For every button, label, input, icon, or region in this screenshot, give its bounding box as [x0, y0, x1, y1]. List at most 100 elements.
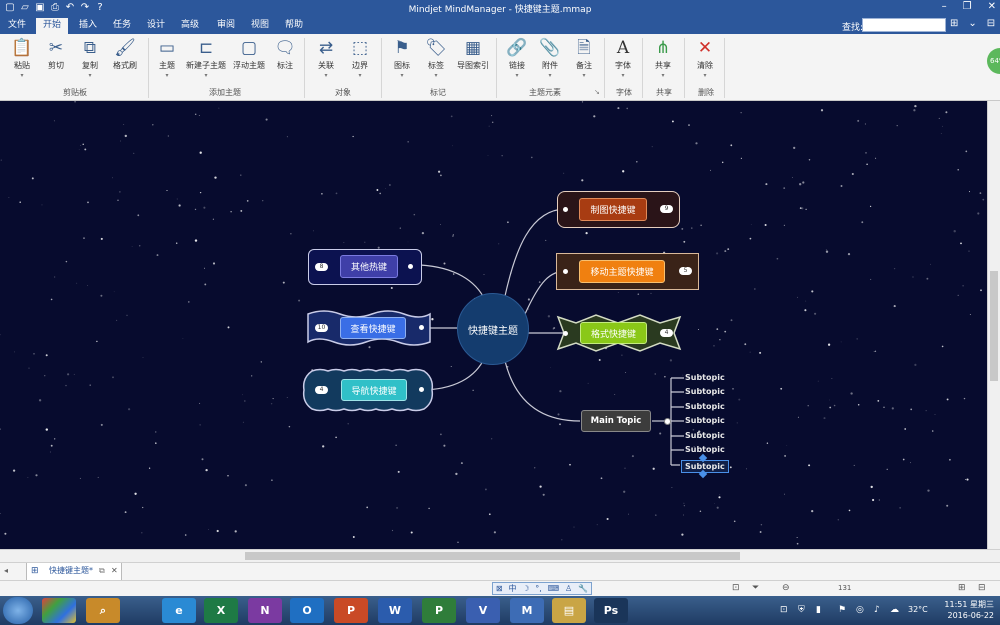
paste-button[interactable]: 📋粘贴▾ [8, 36, 36, 80]
tags-button[interactable]: 🏷标签▾ [422, 36, 450, 80]
chevron-down-icon[interactable]: ⌄ [968, 18, 977, 29]
tray-network-icon[interactable]: ▮ [816, 605, 821, 615]
tab-help[interactable]: 帮助 [284, 20, 303, 30]
save-icon[interactable]: ▣ [35, 2, 45, 13]
tray-shield-icon[interactable]: ⛨ [798, 605, 805, 615]
link-button[interactable]: 🔗链接▾ [504, 36, 530, 80]
tray-flag-icon[interactable]: ⚑ [838, 605, 847, 615]
topic-other-hotkeys[interactable]: 其他热键 [340, 255, 398, 278]
central-topic[interactable]: 快捷键主题 [457, 293, 529, 365]
subtopic[interactable]: Subtopic [685, 402, 725, 411]
tab-review[interactable]: 审阅 [216, 20, 235, 30]
taskbar-app-project[interactable]: P [422, 598, 456, 623]
new-subtopic-button[interactable]: ⊏新建子主题▾ [186, 38, 226, 79]
horizontal-scroll-thumb[interactable] [245, 552, 740, 560]
tab-task[interactable]: 任务 [112, 20, 131, 30]
clear-button[interactable]: ✕清除▾ [692, 36, 718, 80]
taskbar-app-photoshop[interactable]: Ps [594, 598, 628, 623]
subtopic[interactable]: Subtopic [685, 431, 725, 440]
restore-icon[interactable]: ❐ [962, 1, 972, 12]
print-icon[interactable]: ⎙ [51, 2, 59, 13]
boundary-button[interactable]: ⬚边界▾ [346, 36, 374, 80]
topic-move-topic-shortcuts[interactable]: 移动主题快捷键 [579, 260, 665, 283]
tray-weather-icon[interactable]: ☁ [890, 605, 899, 615]
ime-punctuation-icon[interactable]: °, [535, 584, 542, 593]
ime-keyboard-icon[interactable]: ⌨ [547, 584, 560, 593]
taskbar-app-mindmanager[interactable]: M [510, 598, 544, 623]
zoom-out-icon[interactable]: ⊖ [782, 583, 790, 593]
tab-advanced[interactable]: 高级 [180, 20, 199, 30]
new-file-icon[interactable]: ▢ [5, 2, 15, 13]
layout-icon[interactable]: ⊞ [950, 18, 959, 29]
taskbar-app-explorer[interactable]: ▤ [552, 598, 586, 623]
subtopic[interactable]: Subtopic [685, 416, 725, 425]
input-method-toolbar[interactable]: ⊠ 中 ☽ °, ⌨ ♙ 🔧 [492, 582, 592, 595]
map-canvas[interactable]: 快捷键主题 其他热键 8 查看快捷键 10 导航快捷键 4 制图快捷键 9 移动… [0, 101, 987, 549]
taskbar-app-color[interactable] [42, 598, 76, 623]
layout-icon[interactable]: ⊟ [978, 583, 986, 593]
ime-chinese-icon[interactable]: 中 [508, 584, 517, 593]
tab-file[interactable]: 文件 [7, 20, 26, 30]
tab-scroll-left-icon[interactable]: ◂ [4, 566, 9, 575]
minimize-icon[interactable]: – [941, 1, 947, 12]
taskbar-app-onenote[interactable]: N [248, 598, 282, 623]
clock[interactable]: 11:51 星期三 2016-06-22 [944, 599, 994, 621]
floating-topic-button[interactable]: ▢浮动主题 [233, 38, 265, 70]
undo-icon[interactable]: ↶ [65, 2, 75, 13]
search-input[interactable] [862, 18, 946, 32]
help-icon[interactable]: ? [97, 2, 103, 13]
ime-logo-icon[interactable]: ⊠ [495, 584, 503, 593]
ime-wrench-icon[interactable]: 🔧 [578, 584, 588, 593]
floating-widget-avatar[interactable]: 64% [987, 48, 1000, 74]
attachment-button[interactable]: 📎附件▾ [537, 36, 563, 80]
subtopic[interactable]: Subtopic [685, 387, 725, 396]
notes-button[interactable]: 🗎备注▾ [571, 36, 597, 80]
tab-view[interactable]: 视图 [250, 20, 269, 30]
taskbar-app-word[interactable]: W [378, 598, 412, 623]
main-topic[interactable]: Main Topic [581, 410, 651, 432]
open-file-icon[interactable]: ▱ [21, 2, 29, 13]
taskbar-app-visio[interactable]: V [466, 598, 500, 623]
start-button[interactable] [3, 597, 33, 624]
close-icon[interactable]: ✕ [987, 1, 996, 12]
map-index-button[interactable]: ▦导图索引 [457, 38, 489, 70]
document-tab[interactable]: ⊞ 快捷键主题* ⧉ ✕ [26, 563, 122, 581]
callout-button[interactable]: 🗨标注 [272, 36, 298, 72]
horizontal-scrollbar[interactable] [0, 549, 1000, 562]
subtopic[interactable]: Subtopic [685, 373, 725, 382]
topic-format-shortcuts[interactable]: 格式快捷键 [580, 322, 647, 344]
relationship-button[interactable]: ⇄关联▾ [312, 36, 340, 80]
collapse-toggle-icon[interactable] [664, 418, 671, 425]
taskbar-app-outlook[interactable]: O [290, 598, 324, 623]
taskbar-app-excel[interactable]: X [204, 598, 238, 623]
subtopic[interactable]: Subtopic [685, 445, 725, 454]
tab-home[interactable]: 开始 [36, 18, 68, 34]
ime-moon-icon[interactable]: ☽ [522, 584, 530, 593]
close-tab-icon[interactable]: ✕ [111, 566, 118, 575]
filter-icon[interactable]: ⏷ [752, 583, 760, 593]
icons-button[interactable]: ⚑图标▾ [388, 36, 416, 80]
copy-button[interactable]: ⧉复制▾ [76, 36, 104, 80]
tray-app-icon[interactable]: ⊡ [780, 605, 788, 615]
tray-globe-icon[interactable]: ◎ [856, 605, 864, 615]
share-button[interactable]: ⋔共享▾ [650, 36, 676, 80]
ime-user-icon[interactable]: ♙ [565, 584, 573, 593]
topic-button[interactable]: ▭主题▾ [154, 36, 180, 80]
tab-insert[interactable]: 插入 [78, 20, 97, 30]
format-painter-button[interactable]: 🖌格式刷 [108, 36, 142, 72]
taskbar-app-search[interactable]: ⌕ [86, 598, 120, 623]
topic-view-shortcuts[interactable]: 查看快捷键 [340, 317, 406, 339]
vertical-scrollbar[interactable] [987, 101, 1000, 549]
fit-map-icon[interactable]: ⊡ [732, 583, 740, 593]
dialog-launcher-icon[interactable]: ↘ [594, 88, 600, 96]
redo-icon[interactable]: ↷ [80, 2, 90, 13]
view-icon[interactable]: ⊞ [958, 583, 966, 593]
cut-button[interactable]: ✂剪切 [42, 36, 70, 72]
topic-drawing-shortcuts[interactable]: 制图快捷键 [579, 198, 647, 221]
pin-icon[interactable]: ⧉ [99, 566, 105, 575]
vertical-scroll-thumb[interactable] [990, 271, 998, 381]
tray-volume-icon[interactable]: ♪ [874, 605, 880, 615]
taskbar-app-powerpoint[interactable]: P [334, 598, 368, 623]
topic-navigation-shortcuts[interactable]: 导航快捷键 [341, 379, 407, 401]
